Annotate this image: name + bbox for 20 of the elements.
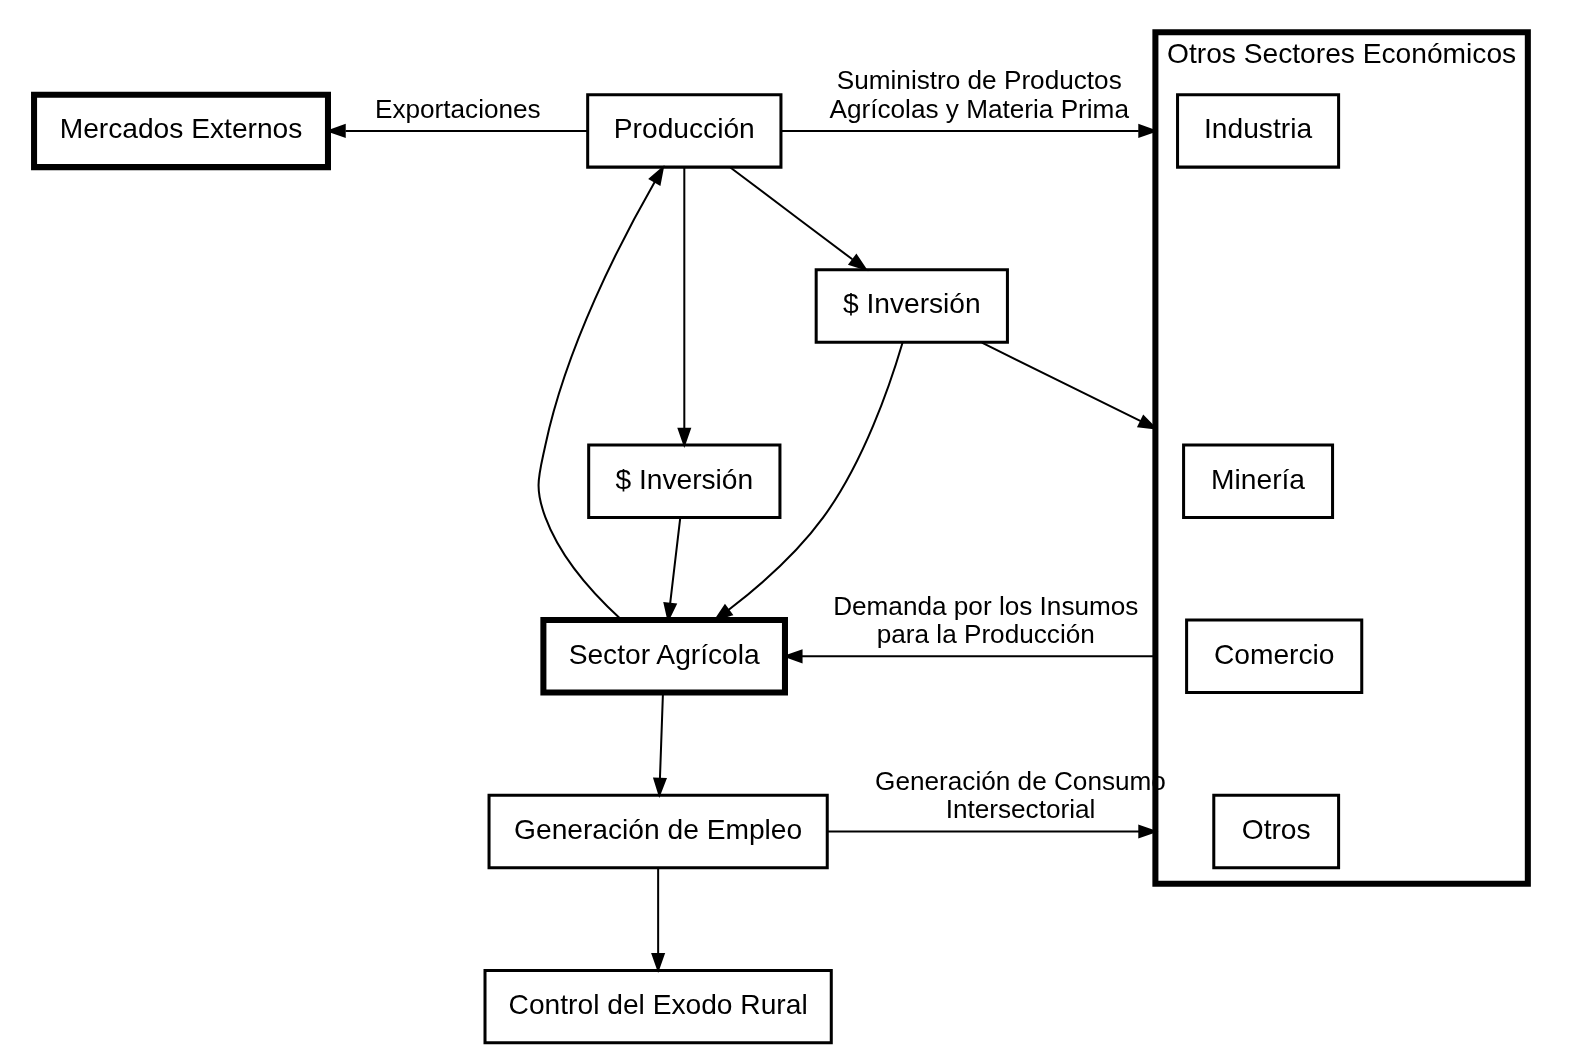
edge-label: Exportaciones — [374, 93, 541, 124]
arrow — [729, 166, 868, 272]
arrow — [650, 868, 665, 974]
node-box: Control del Exodo Rural — [483, 968, 833, 1045]
node-box: $ Inversión — [586, 443, 781, 519]
edge-label: Demanda por los Insumos para la Producción — [832, 590, 1138, 650]
node-box: Generación de Empleo — [487, 793, 829, 870]
edge-label: Suministro de Productos Agrícolas y Materia Prima — [829, 65, 1129, 124]
arrow — [676, 167, 691, 448]
arrow — [537, 165, 664, 621]
node-box: $ Inversión — [814, 268, 1009, 344]
node-box: Industria — [1175, 93, 1340, 169]
node-box: Producción — [585, 93, 782, 169]
arrow — [652, 692, 667, 798]
node-box: Minería — [1181, 443, 1334, 519]
node-box: Otros — [1211, 793, 1340, 870]
node-box: Comercio — [1184, 618, 1363, 695]
arrow — [827, 824, 1158, 839]
node-box: Mercados Externos — [30, 91, 331, 171]
node-box: Sector Agrícola — [539, 617, 788, 696]
